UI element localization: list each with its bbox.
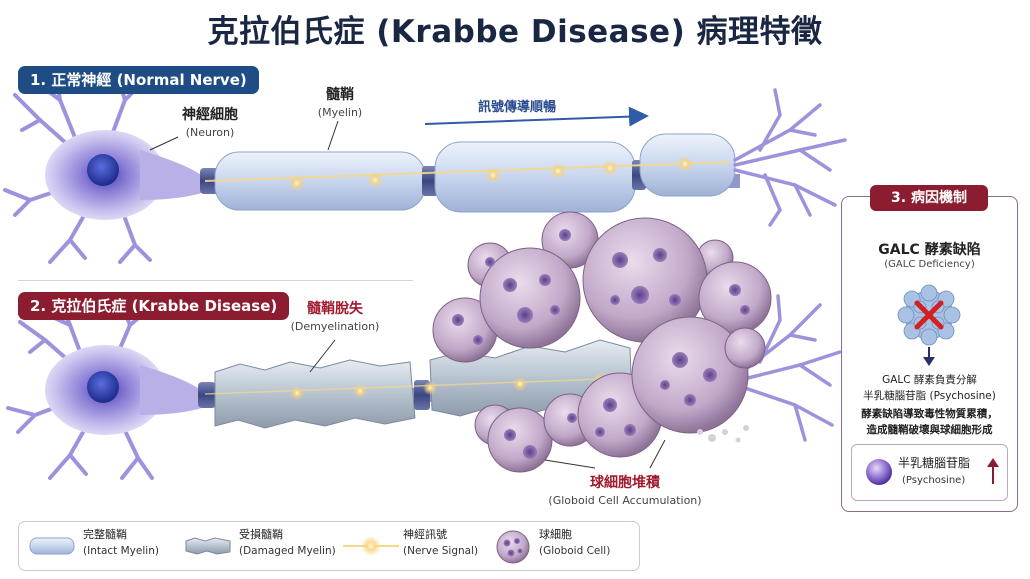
- demyelination-leader-line: [309, 339, 336, 373]
- legend-intact-zh: 完整髓鞘: [83, 528, 127, 541]
- neuron-label-en: (Neuron): [185, 126, 235, 139]
- legend-damaged-en: (Damaged Myelin): [239, 545, 336, 557]
- page-title: 克拉伯氏症 (Krabbe Disease) 病理特徵: [207, 14, 823, 50]
- arrow-down-icon: [923, 347, 935, 366]
- psychosine-molecule-icon: [866, 459, 892, 485]
- signal-arrow: [424, 106, 649, 127]
- damaged-myelin-swatch-icon: [185, 537, 231, 555]
- nerve-signal-swatch-icon: [343, 536, 399, 556]
- legend: 完整髓鞘 (Intact Myelin) 受損髓鞘 (Damaged Myeli…: [18, 521, 640, 571]
- globoid-leader-line: [544, 459, 596, 469]
- section-badge-normal: 1. 正常神經 (Normal Nerve): [18, 66, 259, 94]
- section-badge-krabbe: 2. 克拉伯氏症 (Krabbe Disease): [18, 292, 290, 320]
- legend-signal-zh: 神經訊號: [403, 528, 447, 541]
- mechanism-line4: 造成髓鞘破壞與球細胞形成: [866, 424, 993, 436]
- legend-damaged-zh: 受損髓鞘: [239, 528, 283, 541]
- globoid-label: 球細胞堆積 (Globoid Cell Accumulation): [540, 472, 710, 507]
- myelin-label: 髓鞘 (Myelin): [310, 84, 370, 119]
- legend-globoid-zh: 球細胞: [539, 528, 572, 541]
- krabbe-neuron: [6, 298, 205, 480]
- globoid-label-en: (Globoid Cell Accumulation): [548, 494, 702, 507]
- krabbe-axon: [198, 294, 842, 442]
- legend-signal-en: (Nerve Signal): [403, 545, 479, 557]
- neuron-leader-line: [149, 136, 179, 151]
- globoid-leader-line-2: [649, 439, 666, 469]
- neuron-label-zh: 神經細胞: [182, 107, 238, 123]
- myelin-label-en: (Myelin): [317, 106, 363, 119]
- psychosine-label-zh: 半乳糖腦苷脂: [898, 456, 971, 470]
- globoid-label-zh: 球細胞堆積: [590, 475, 660, 491]
- mechanism-line1: GALC 酵素負責分解: [882, 374, 977, 386]
- mechanism-line3: 酵素缺陷導致毒性物質累積，: [861, 408, 998, 420]
- mechanism-title: GALC 酵素缺陷: [878, 242, 981, 258]
- mechanism-badge: 3. 病因機制: [870, 185, 988, 211]
- section-divider: [18, 280, 413, 281]
- galc-enzyme-icon: [897, 284, 961, 346]
- normal-axon: [200, 88, 847, 227]
- intact-myelin-swatch-icon: [29, 537, 75, 555]
- demyelination-label: 髓鞘脫失 (Demyelination): [285, 298, 385, 333]
- legend-globoid-en: (Globoid Cell): [539, 545, 611, 557]
- normal-neuron: [3, 68, 205, 264]
- mechanism-panel: 3. 病因機制 GALC 酵素缺陷 (GALC Deficiency) GALC…: [841, 185, 1018, 512]
- increase-arrow-icon: [987, 458, 999, 484]
- mechanism-line2: 半乳糖腦苷脂 (Psychosine): [863, 390, 996, 402]
- psychosine-label-en: (Psychosine): [902, 475, 966, 486]
- demyelination-label-en: (Demyelination): [290, 320, 380, 333]
- myelin-label-zh: 髓鞘: [326, 87, 354, 103]
- mechanism-subtitle: (GALC Deficiency): [884, 259, 975, 270]
- demyelination-label-zh: 髓鞘脫失: [307, 301, 363, 317]
- neuron-label: 神經細胞 (Neuron): [170, 104, 250, 139]
- signal-label: 訊號傳導順暢: [478, 100, 557, 115]
- globoid-cell-swatch-icon: [496, 530, 530, 564]
- psychosine-box: 半乳糖腦苷脂 (Psychosine): [851, 444, 1008, 501]
- legend-intact-en: (Intact Myelin): [83, 545, 159, 557]
- myelin-leader-line: [327, 120, 339, 151]
- globoid-cluster: [432, 211, 772, 473]
